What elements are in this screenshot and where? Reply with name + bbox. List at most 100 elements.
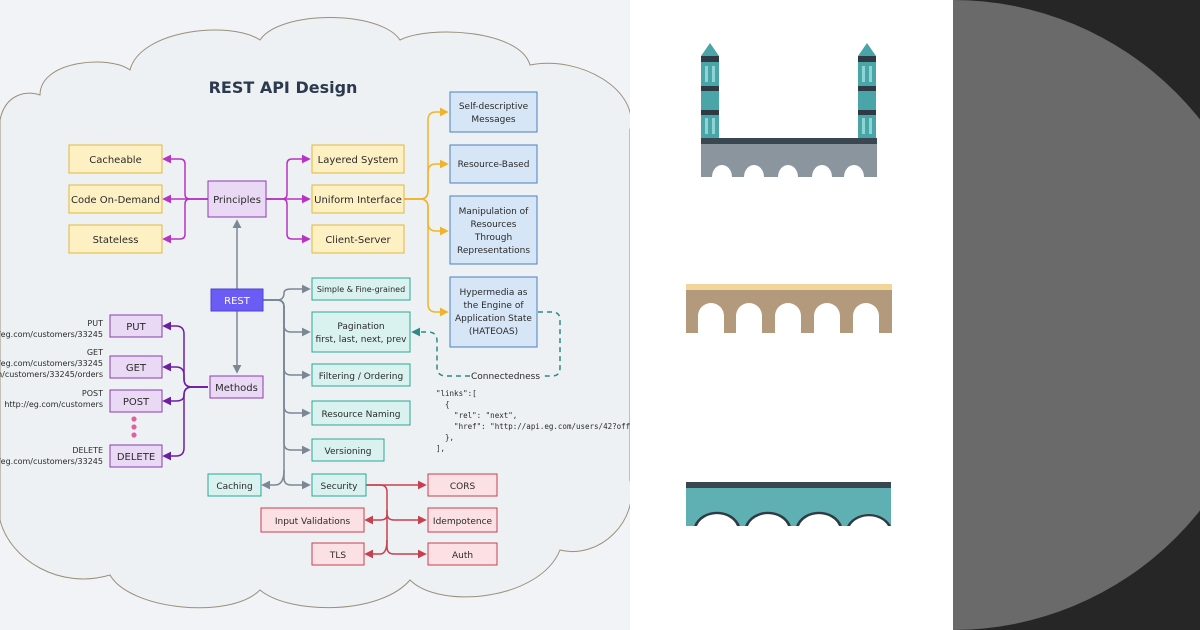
svg-text:PUT: PUT — [87, 319, 103, 328]
svg-text:Input Validations: Input Validations — [275, 517, 351, 527]
principles-left-connectors — [162, 154, 208, 244]
svg-text:the Engine of: the Engine of — [463, 301, 524, 311]
teal-arch-bridge-icon — [686, 482, 891, 526]
node-code-on-demand: Code On-Demand — [68, 184, 163, 214]
bridge-illustrations-panel — [630, 0, 953, 630]
svg-text:http://eg.com/customers/33245: http://eg.com/customers/33245 — [0, 330, 103, 339]
links-code-snippet: "links":[ { "rel": "next", "href": "http… — [436, 389, 630, 453]
node-input-validations: Input Validations — [260, 507, 365, 533]
svg-text:POST: POST — [123, 397, 150, 408]
node-stateless: Stateless — [68, 224, 163, 254]
node-cors: CORS — [427, 473, 498, 497]
svg-text:Stateless: Stateless — [93, 235, 139, 246]
node-get: GET — [109, 355, 163, 379]
svg-text:"links":[: "links":[ — [436, 389, 477, 398]
svg-text:DELETE: DELETE — [117, 452, 155, 463]
svg-text:GET: GET — [87, 348, 103, 357]
uniform-interface-connectors — [404, 107, 449, 317]
delete-endpoint-label: DELETE http://eg.com/customers/33245 — [0, 446, 103, 466]
svg-text:PUT: PUT — [126, 322, 146, 333]
svg-text:Methods: Methods — [215, 383, 258, 394]
svg-text:http://eg.com/customers/33245: http://eg.com/customers/33245 — [0, 457, 103, 466]
gray-circle-shape — [953, 0, 1200, 630]
svg-text:GET: GET — [126, 363, 147, 374]
node-hypermedia: Hypermedia as the Engine of Application … — [449, 276, 538, 348]
svg-text:Resource Naming: Resource Naming — [321, 410, 400, 420]
node-resource-based: Resource-Based — [449, 144, 538, 184]
node-delete: DELETE — [109, 444, 163, 468]
svg-text:Layered System: Layered System — [318, 155, 399, 166]
node-rest: REST — [210, 288, 264, 312]
svg-text:first, last, next, prev: first, last, next, prev — [315, 335, 407, 345]
svg-text:DELETE: DELETE — [72, 446, 103, 455]
node-auth: Auth — [427, 542, 498, 566]
svg-text:],: ], — [436, 444, 445, 453]
node-client-server: Client-Server — [311, 224, 405, 254]
svg-text:POST: POST — [82, 389, 103, 398]
svg-text:Application State: Application State — [455, 314, 532, 324]
node-pagination: Pagination first, last, next, prev — [311, 311, 411, 353]
principles-right-connectors — [266, 154, 311, 244]
svg-text:Caching: Caching — [216, 482, 252, 492]
node-uniform-interface: Uniform Interface — [311, 184, 405, 214]
svg-text:{: { — [436, 400, 450, 409]
svg-text:},: }, — [436, 433, 454, 442]
rest-right-connectors — [261, 284, 311, 490]
svg-text:Security: Security — [321, 482, 359, 492]
svg-text:Resource-Based: Resource-Based — [458, 160, 530, 170]
node-resource-naming: Resource Naming — [311, 400, 411, 426]
tower-bridge-icon — [701, 43, 877, 177]
svg-text:Simple & Fine-grained: Simple & Fine-grained — [317, 285, 405, 294]
svg-text:Idempotence: Idempotence — [433, 517, 493, 527]
svg-text:Resources: Resources — [471, 220, 517, 230]
svg-text:Principles: Principles — [213, 195, 261, 206]
svg-text:Uniform Interface: Uniform Interface — [314, 195, 402, 206]
methods-connectors — [162, 321, 208, 461]
node-principles: Principles — [207, 180, 267, 218]
more-methods-dots — [131, 416, 137, 438]
svg-text:"href": "http://api.eg.com/use: "href": "http://api.eg.com/users/42?offs… — [436, 422, 630, 431]
node-idempotence: Idempotence — [427, 507, 498, 533]
svg-text:Hypermedia as: Hypermedia as — [460, 288, 528, 298]
svg-text:Representations: Representations — [457, 246, 530, 256]
node-layered-system: Layered System — [311, 144, 405, 174]
node-post: POST — [109, 389, 163, 413]
svg-text:TLS: TLS — [329, 551, 347, 561]
security-connectors — [364, 480, 427, 559]
decorative-side-panel — [953, 0, 1200, 630]
node-caching: Caching — [207, 473, 262, 497]
svg-text:REST: REST — [224, 296, 251, 307]
svg-text:http://eg.com/customers/33245/: http://eg.com/customers/33245/orders — [0, 370, 103, 379]
svg-text:Client-Server: Client-Server — [325, 235, 391, 246]
svg-text:Cacheable: Cacheable — [89, 155, 142, 166]
node-security: Security — [311, 473, 367, 497]
put-endpoint-label: PUT http://eg.com/customers/33245 — [0, 319, 103, 339]
svg-text:Filtering / Ordering: Filtering / Ordering — [319, 372, 403, 382]
node-methods: Methods — [209, 375, 264, 399]
svg-text:Messages: Messages — [471, 115, 515, 125]
node-manipulation: Manipulation of Resources Through Repres… — [449, 195, 538, 265]
svg-text:Code On-Demand: Code On-Demand — [71, 195, 160, 206]
get-endpoint-label: GET http://eg.com/customers/33245 http:/… — [0, 348, 103, 379]
svg-text:CORS: CORS — [450, 482, 476, 492]
connectedness-connector — [411, 311, 561, 377]
node-filtering-ordering: Filtering / Ordering — [311, 363, 411, 387]
rest-api-mindmap: REST API Design — [0, 17, 630, 609]
bridge-illustrations — [686, 43, 892, 526]
svg-text:Pagination: Pagination — [337, 322, 384, 332]
node-put: PUT — [109, 314, 163, 338]
svg-text:Through: Through — [474, 233, 512, 243]
diagram-title: REST API Design — [209, 78, 358, 97]
connectedness-label: Connectedness — [471, 372, 540, 382]
svg-text:"rel": "next",: "rel": "next", — [436, 411, 517, 420]
post-endpoint-label: POST http://eg.com/customers — [4, 389, 103, 409]
node-cacheable: Cacheable — [68, 144, 163, 174]
node-simple-fine-grained: Simple & Fine-grained — [311, 277, 411, 301]
rest-api-mindmap-panel: REST API Design — [0, 0, 630, 630]
svg-text:Versioning: Versioning — [324, 447, 371, 457]
stone-arch-bridge-icon — [686, 284, 892, 333]
node-versioning: Versioning — [311, 438, 385, 462]
svg-text:Self-descriptive: Self-descriptive — [459, 102, 529, 112]
node-tls: TLS — [311, 542, 365, 566]
node-self-descriptive: Self-descriptive Messages — [449, 91, 538, 133]
